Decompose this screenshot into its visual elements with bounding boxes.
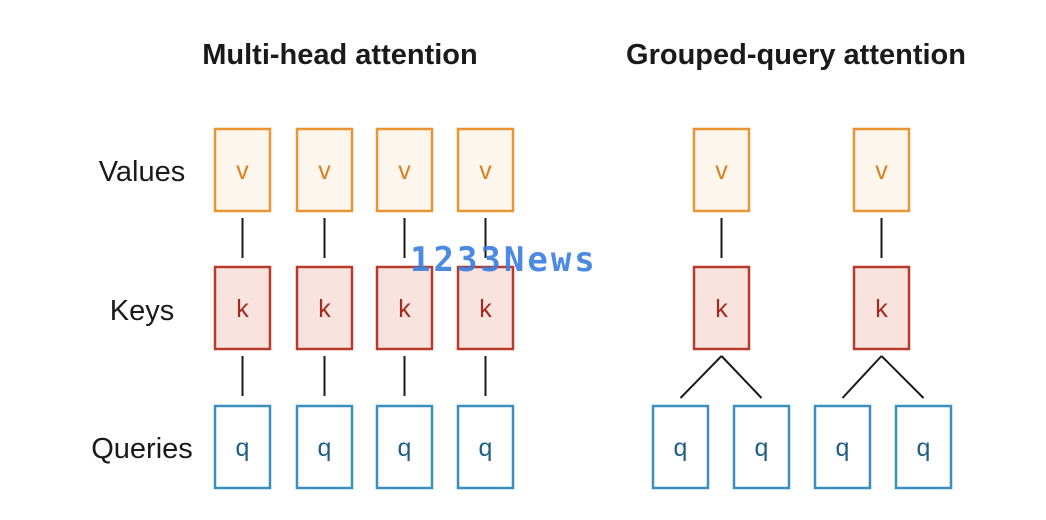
gqa-key-box-1-letter: k [715,295,728,323]
mha-query-box-2: q [295,404,354,490]
gqa-query-box-2-1-letter: q [836,434,850,462]
mha-value-box-4: v [456,127,515,213]
mha-value-box-1-rect [213,127,272,213]
mha-key-box-1-rect [213,265,272,351]
gqa-query-box-1-1-letter: q [674,434,688,462]
mha-query-box-3: q [375,404,434,490]
mha-key-box-4-rect [456,265,515,351]
gqa-query-box-1-2-rect [732,404,791,490]
gqa-key-box-1: k [692,265,751,351]
mha-key-box-4-letter: k [479,295,492,323]
mha-query-box-4-letter: q [479,434,493,462]
title-multi-head-attention: Multi-head attention [202,39,477,71]
mha-query-box-2-letter: q [318,434,332,462]
mha-value-box-2: v [295,127,354,213]
mha-query-box-2-rect [295,404,354,490]
row-label-queries: Queries [91,433,193,465]
mha-query-box-4: q [456,404,515,490]
gqa-value-box-2-rect [852,127,911,213]
mha-key-box-2: k [295,265,354,351]
gqa-query-box-1-2: q [732,404,791,490]
gqa-query-box-2-1-rect [813,404,872,490]
gqa-kq-connector-1-1 [679,355,723,399]
gqa-query-box-2-1: q [813,404,872,490]
row-label-keys: Keys [110,295,174,327]
title-grouped-query-attention: Grouped-query attention [626,39,966,71]
gqa-query-box-2-2: q [894,404,953,490]
gqa-kq-connector-2-1 [841,355,883,399]
mha-query-box-1: q [213,404,272,490]
mha-value-box-4-rect [456,127,515,213]
mha-value-box-2-rect [295,127,354,213]
mha-query-box-1-rect [213,404,272,490]
gqa-query-box-1-1: q [651,404,710,490]
mha-query-box-3-letter: q [398,434,412,462]
gqa-query-box-1-1-rect [651,404,710,490]
gqa-query-box-2-2-rect [894,404,953,490]
gqa-query-box-2-2-letter: q [917,434,931,462]
mha-value-box-3: v [375,127,434,213]
gqa-query-box-1-2-letter: q [755,434,769,462]
gqa-value-box-2-letter: v [875,157,888,185]
gqa-key-box-2-rect [852,265,911,351]
mha-key-box-2-rect [295,265,354,351]
mha-query-box-4-rect [456,404,515,490]
mha-query-box-3-rect [375,404,434,490]
mha-query-box-1-letter: q [236,434,250,462]
mha-value-box-3-letter: v [398,157,411,185]
connector-lines [241,218,925,399]
mha-value-box-2-letter: v [318,157,331,185]
gqa-kq-connector-2-2 [880,355,925,399]
mha-key-box-1: k [213,265,272,351]
gqa-value-box-2: v [852,127,911,213]
mha-key-box-1-letter: k [236,295,249,323]
mha-value-box-4-letter: v [479,157,492,185]
mha-key-box-3-rect [375,265,434,351]
gqa-value-box-1: v [692,127,751,213]
row-label-values: Values [99,156,186,188]
gqa-kq-connector-1-2 [720,355,763,399]
mha-key-box-2-letter: k [318,295,331,323]
gqa-key-box-2-letter: k [875,295,888,323]
mha-value-box-1-letter: v [236,157,249,185]
attention-boxes: v k q v k q v k q v k q v k q q v k q q [213,127,953,490]
mha-key-box-3-letter: k [398,295,411,323]
mha-key-box-3: k [375,265,434,351]
mha-value-box-1: v [213,127,272,213]
mha-key-box-4: k [456,265,515,351]
gqa-value-box-1-rect [692,127,751,213]
gqa-key-box-1-rect [692,265,751,351]
mha-value-box-3-rect [375,127,434,213]
gqa-value-box-1-letter: v [715,157,728,185]
watermark-text: 1233News [410,240,598,280]
gqa-key-box-2: k [852,265,911,351]
